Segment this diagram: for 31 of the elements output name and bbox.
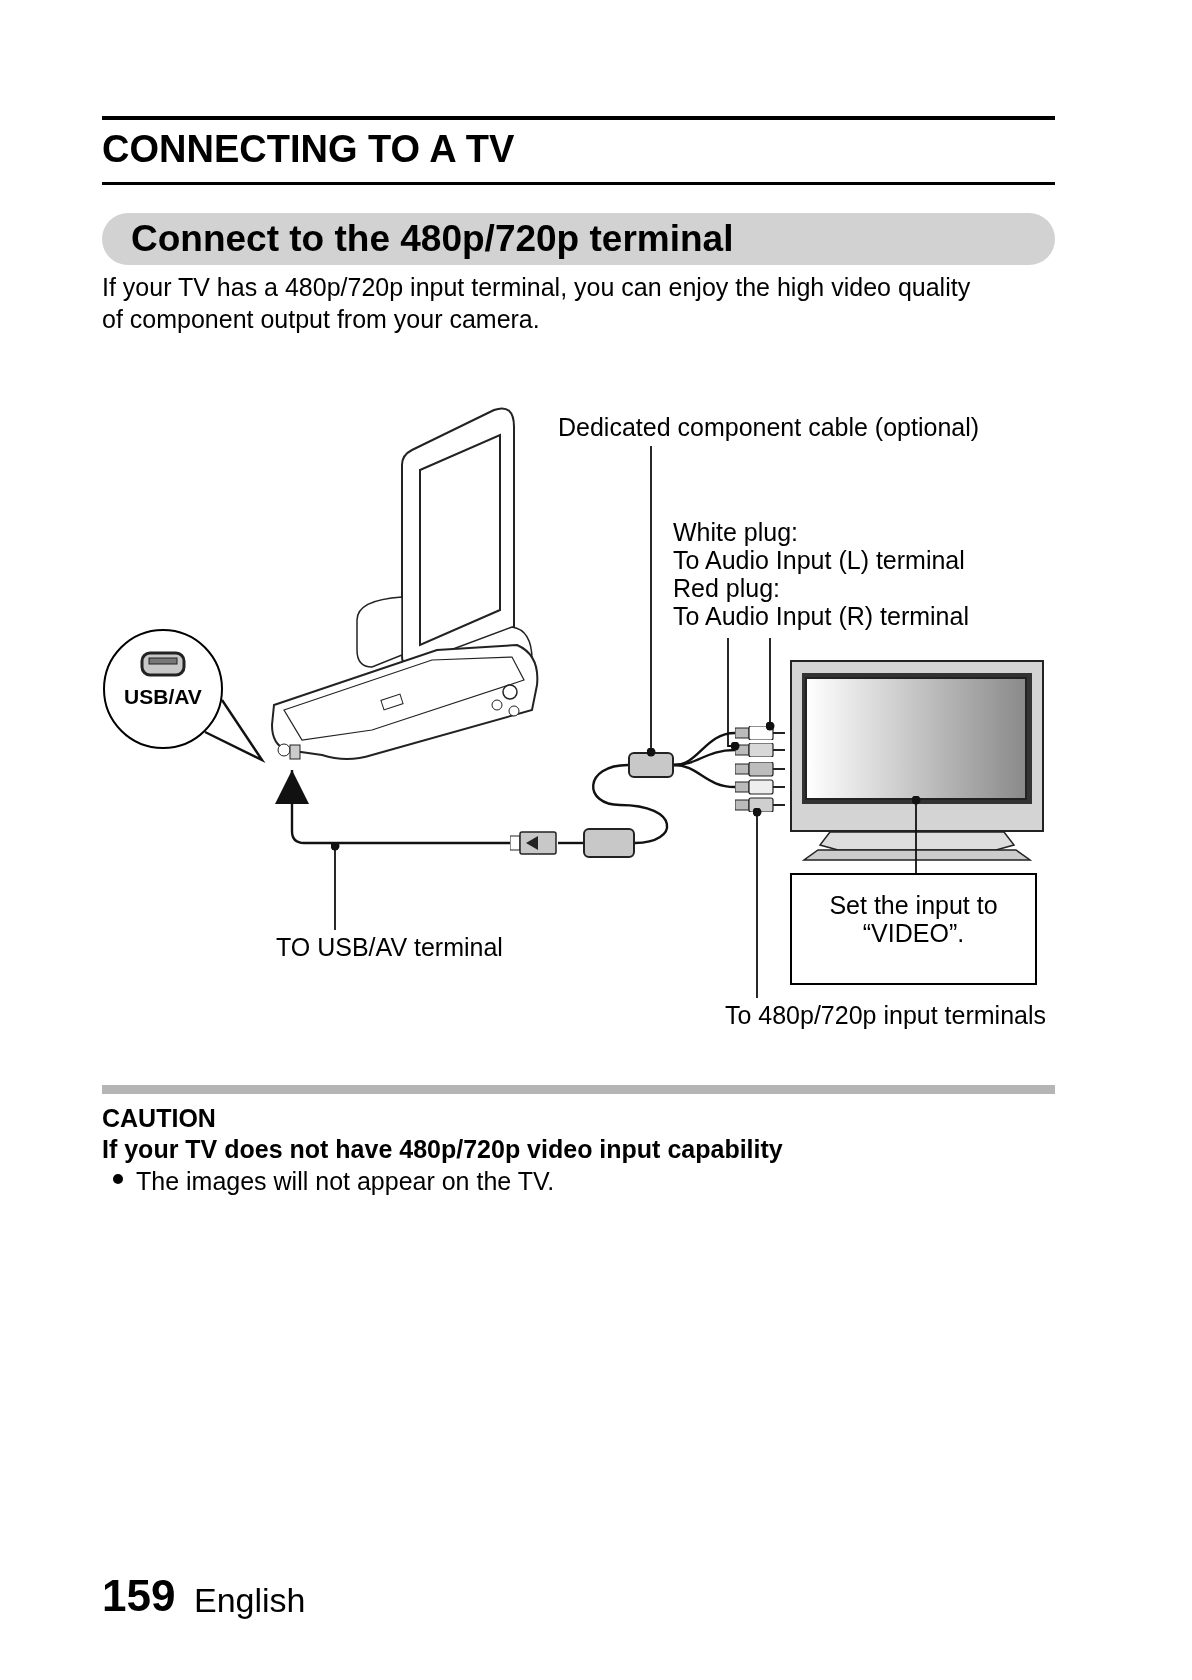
leader-line xyxy=(752,807,762,999)
cable-line xyxy=(275,770,510,845)
plugs-drawing xyxy=(735,762,787,812)
leader-line xyxy=(727,637,740,751)
leader-line xyxy=(646,445,656,757)
callout-text: Dedicated component cable (optional) xyxy=(558,410,1038,446)
cable-line xyxy=(673,763,736,789)
cable-line xyxy=(592,763,668,845)
plug-drawing xyxy=(735,726,787,740)
intro-paragraph: If your TV has a 480p/720p input terminal, you can enjoy the high video quality of component output from your camera. xyxy=(102,272,972,335)
page-number: 159 xyxy=(102,1570,176,1622)
caution-text: The images will not appear on the TV. xyxy=(136,1166,555,1197)
leader-line xyxy=(330,841,340,931)
note-box: Set the input to “VIDEO”. xyxy=(790,873,1037,985)
section-heading: Connect to the 480p/720p terminal xyxy=(102,213,1055,265)
ferrite-core-drawing xyxy=(583,828,635,858)
leader-line xyxy=(911,795,921,874)
language-label: English xyxy=(194,1580,306,1621)
port-label: USB/AV xyxy=(123,684,203,710)
leader-line xyxy=(765,637,775,731)
page-title: CONNECTING TO A TV xyxy=(102,127,515,172)
cable-splitter-drawing xyxy=(628,752,674,778)
plug-drawing xyxy=(735,743,787,757)
callout-text: TO USB/AV terminal xyxy=(276,930,538,964)
caution-heading: CAUTION xyxy=(102,1103,216,1134)
tv-screen xyxy=(805,677,1027,800)
cable-line xyxy=(558,841,583,845)
callout-text: To 480p/720p input terminals xyxy=(684,998,1046,1032)
caution-title: If your TV does not have 480p/720p video input capability xyxy=(102,1134,783,1165)
usb-plug-drawing xyxy=(510,831,558,855)
callout-text: White plug: To Audio Input (L) terminal Red plug: To Audio Input (R) terminal xyxy=(673,518,1043,638)
